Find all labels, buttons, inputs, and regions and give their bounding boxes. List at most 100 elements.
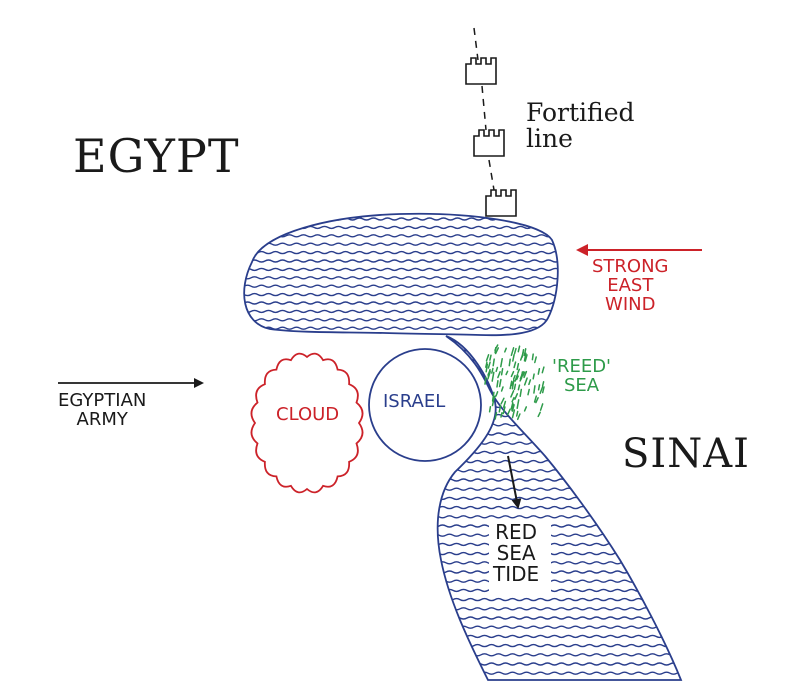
reed-stroke bbox=[492, 395, 497, 402]
water-wave bbox=[437, 616, 681, 620]
water-wave bbox=[437, 505, 681, 510]
water-wave bbox=[244, 301, 558, 305]
water-wave bbox=[244, 250, 558, 255]
reed-stroke bbox=[517, 345, 521, 353]
reed-stroke bbox=[511, 379, 515, 390]
water-wave bbox=[437, 653, 681, 657]
reed-stroke bbox=[517, 368, 521, 374]
reed-stroke bbox=[505, 370, 509, 376]
upper-sea bbox=[243, 212, 559, 337]
reed-stroke bbox=[527, 388, 530, 396]
reed-sea-label: 'REED' SEA bbox=[552, 356, 612, 396]
reed-stroke bbox=[509, 380, 513, 390]
water-wave bbox=[437, 551, 681, 556]
fort-icon bbox=[465, 57, 497, 85]
reed-stroke bbox=[528, 379, 532, 386]
reed-stroke bbox=[516, 399, 520, 409]
water-wave bbox=[244, 326, 558, 330]
reed-patch bbox=[484, 344, 545, 421]
reed-stroke bbox=[502, 406, 506, 415]
reed-stroke bbox=[522, 371, 526, 377]
water-wave bbox=[244, 309, 558, 314]
fort-icon bbox=[485, 189, 517, 217]
reed-stroke bbox=[511, 396, 515, 403]
reed-stroke bbox=[519, 353, 524, 361]
reed-stroke bbox=[488, 405, 492, 413]
water-wave bbox=[437, 524, 681, 528]
reed-stroke bbox=[523, 348, 527, 357]
arrow-down-icon bbox=[507, 455, 522, 509]
red-sea-tide-label: RED SEA TIDE bbox=[493, 520, 540, 586]
reed-stroke bbox=[520, 371, 524, 378]
reed-stroke bbox=[508, 358, 511, 367]
reed-stroke bbox=[537, 411, 541, 418]
reed-stroke bbox=[497, 371, 501, 379]
reed-stroke bbox=[516, 362, 520, 371]
reed-stroke bbox=[485, 363, 489, 373]
fortified-line bbox=[473, 27, 495, 191]
reed-stroke bbox=[485, 354, 490, 362]
reed-stroke bbox=[511, 409, 516, 419]
water-wave bbox=[437, 625, 681, 629]
reed-stroke bbox=[533, 385, 536, 394]
reed-stroke bbox=[498, 378, 502, 388]
reed-stroke bbox=[495, 366, 499, 373]
reed-stroke bbox=[534, 356, 537, 364]
reed-stroke bbox=[495, 391, 499, 397]
region-sinai: SINAI bbox=[622, 431, 750, 477]
reed-stroke bbox=[494, 344, 499, 351]
reed-stroke bbox=[533, 395, 538, 403]
strong-east-wind-label: STRONG EAST WIND bbox=[592, 256, 669, 315]
reed-stroke bbox=[510, 347, 515, 357]
reed-stroke bbox=[539, 386, 544, 395]
water-wave bbox=[244, 276, 558, 280]
reed-stroke bbox=[516, 413, 521, 421]
water-wave bbox=[437, 542, 681, 547]
reed-stroke bbox=[523, 406, 528, 412]
reed-stroke bbox=[523, 370, 528, 379]
reed-stroke bbox=[514, 393, 519, 400]
reed-stroke bbox=[537, 384, 541, 391]
reed-stroke bbox=[487, 361, 491, 369]
reed-stroke bbox=[523, 352, 527, 362]
israel-circle bbox=[368, 348, 482, 462]
region-egypt: EGYPT bbox=[73, 129, 240, 183]
water-wave bbox=[437, 588, 681, 593]
fortified-line-label: Fortified line bbox=[526, 98, 635, 154]
reed-stroke bbox=[489, 354, 492, 361]
water-wave bbox=[437, 340, 681, 344]
reed-stroke bbox=[513, 361, 517, 369]
fort-icon bbox=[473, 129, 505, 157]
water-wave bbox=[437, 671, 681, 675]
reed-stroke bbox=[500, 397, 505, 405]
water-wave bbox=[437, 662, 681, 666]
water-wave bbox=[244, 259, 558, 263]
water-wave bbox=[244, 284, 558, 288]
reed-stroke bbox=[510, 390, 515, 398]
reed-stroke bbox=[492, 358, 495, 367]
reed-stroke bbox=[494, 347, 500, 355]
reed-stroke bbox=[531, 353, 534, 361]
water-wave bbox=[244, 225, 558, 230]
water-wave bbox=[244, 292, 558, 297]
reed-stroke bbox=[506, 408, 511, 416]
reed-stroke bbox=[500, 412, 503, 418]
reed-stroke bbox=[537, 367, 541, 375]
cloud-label: CLOUD bbox=[276, 404, 340, 425]
reed-stroke bbox=[500, 386, 504, 392]
israel-label: ISRAEL bbox=[383, 391, 446, 412]
tide-label-backing bbox=[489, 519, 551, 593]
reed-stroke bbox=[514, 373, 519, 382]
reed-stroke bbox=[515, 375, 519, 381]
reed-stroke bbox=[535, 397, 539, 404]
water-wave bbox=[437, 570, 681, 574]
reed-stroke bbox=[519, 377, 523, 382]
water-wave bbox=[437, 478, 681, 482]
water-wave bbox=[244, 234, 558, 238]
water-wave bbox=[437, 496, 681, 501]
water-wave bbox=[437, 515, 681, 519]
water-wave bbox=[437, 579, 681, 583]
reed-stroke bbox=[512, 374, 516, 380]
water-wave bbox=[437, 533, 681, 537]
reed-stroke bbox=[539, 403, 544, 411]
